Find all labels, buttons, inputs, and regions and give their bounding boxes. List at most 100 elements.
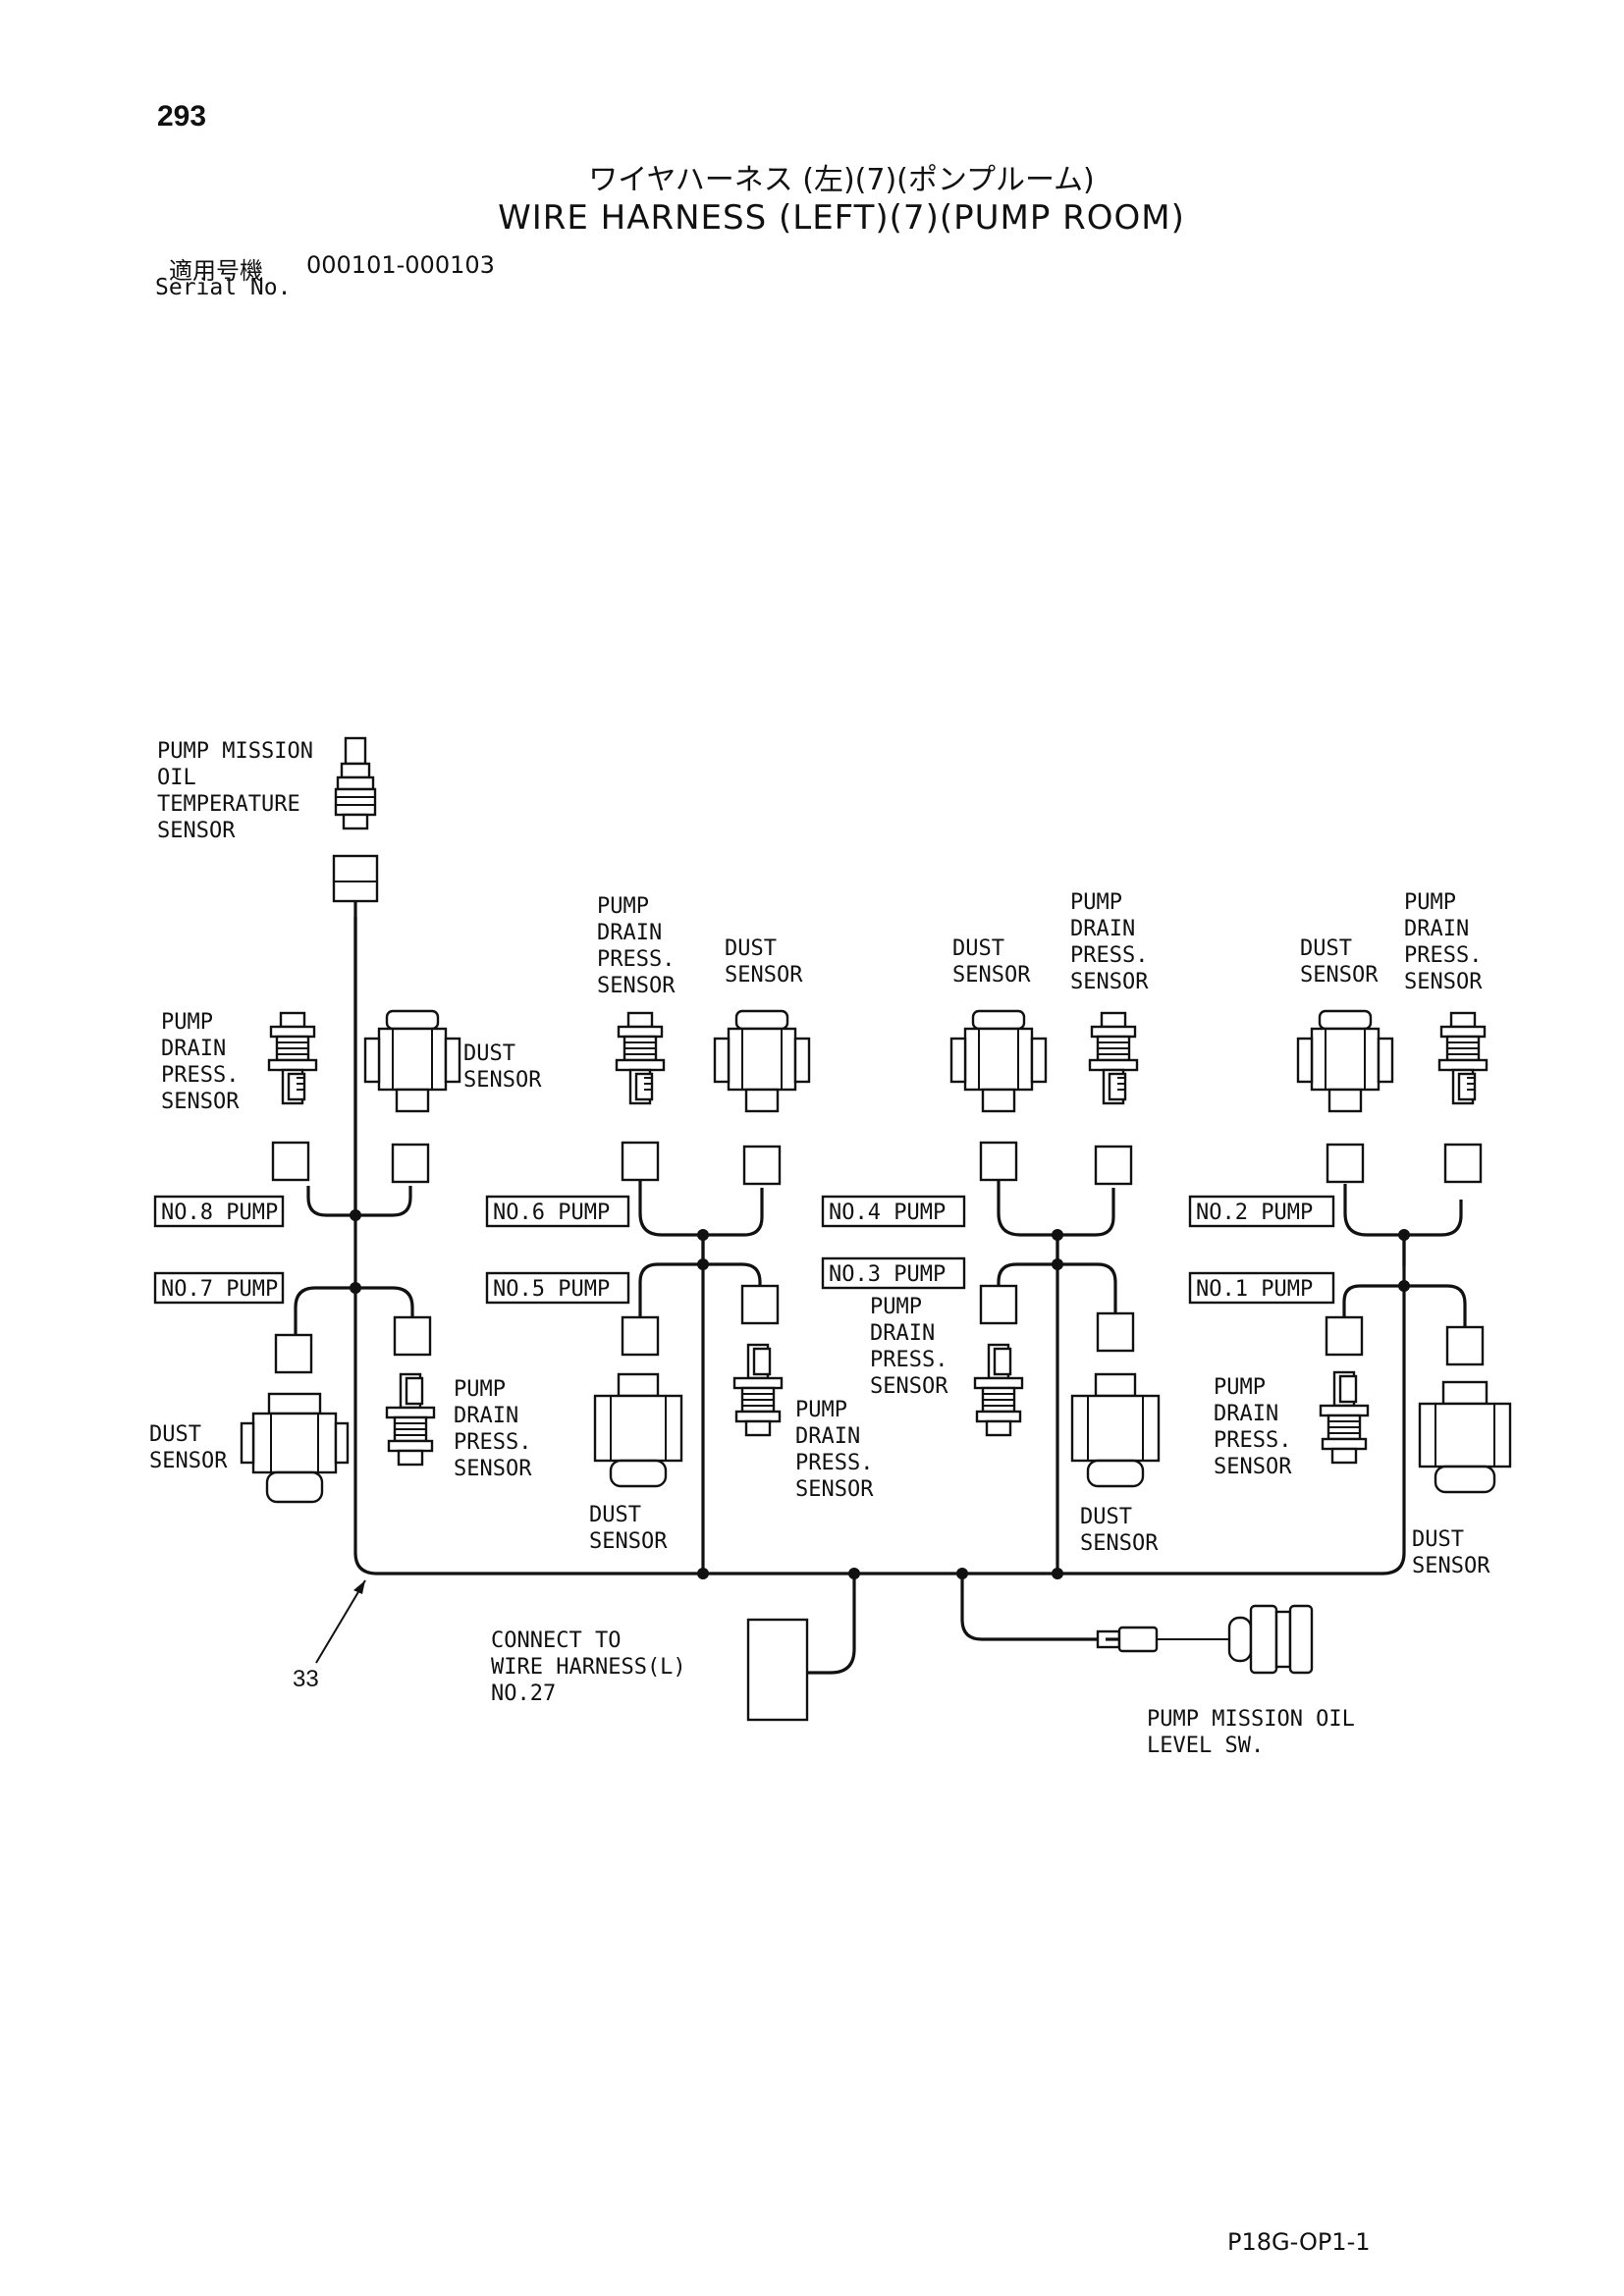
svg-text:NO.7 PUMP: NO.7 PUMP — [161, 1277, 278, 1302]
pump-tag-no4: NO.4 PUMP — [821, 1195, 966, 1228]
no8-wire-left — [306, 1186, 355, 1217]
no4-dust-sensor — [949, 1009, 1048, 1113]
svg-text:PRESS.: PRESS. — [1404, 943, 1482, 968]
no4-pressure-connector — [1094, 1145, 1133, 1186]
svg-text:SENSOR: SENSOR — [454, 1457, 532, 1481]
svg-text:WIRE HARNESS(L): WIRE HARNESS(L) — [491, 1655, 686, 1680]
svg-text:NO.4 PUMP: NO.4 PUMP — [829, 1201, 946, 1225]
connect-to-wire — [807, 1574, 856, 1675]
svg-text:DUST: DUST — [1300, 936, 1352, 961]
svg-text:DUST: DUST — [725, 936, 777, 961]
no5-dust-sensor — [593, 1372, 683, 1488]
svg-text:PUMP: PUMP — [795, 1398, 847, 1422]
pump-tag-no3: NO.3 PUMP — [821, 1256, 966, 1290]
temperature-sensor — [334, 736, 377, 830]
junction-node — [1052, 1568, 1063, 1579]
svg-text:CONNECT TO: CONNECT TO — [491, 1629, 621, 1653]
no6-pressure-sensor-label: PUMP DRAIN PRESS. SENSOR — [597, 894, 676, 998]
svg-text:PUMP: PUMP — [597, 894, 649, 919]
svg-text:PUMP: PUMP — [454, 1377, 506, 1402]
no6-pump-drain-press-sensor — [615, 1011, 666, 1105]
junction-node — [1052, 1229, 1063, 1241]
svg-text:NO.8 PUMP: NO.8 PUMP — [161, 1201, 278, 1225]
svg-text:SENSOR: SENSOR — [1214, 1455, 1292, 1479]
title-japanese: ワイヤハーネス (左)(7)(ポンプルーム) — [588, 163, 1095, 197]
svg-text:SENSOR: SENSOR — [1070, 970, 1149, 994]
svg-text:NO.5 PUMP: NO.5 PUMP — [493, 1277, 610, 1302]
no7-dust-sensor — [240, 1392, 350, 1504]
svg-text:PUMP: PUMP — [1070, 890, 1122, 915]
no2-pressure-connector — [1443, 1143, 1483, 1184]
title-english: WIRE HARNESS (LEFT)(7)(PUMP ROOM) — [498, 198, 1185, 238]
no7-pressure-connector — [393, 1315, 432, 1357]
level-switch-wire — [960, 1574, 1098, 1641]
svg-text:PRESS.: PRESS. — [1070, 943, 1148, 968]
no8-pressure-connector — [271, 1141, 310, 1182]
svg-text:SENSOR: SENSOR — [161, 1090, 240, 1114]
serial-label-japanese: 適用号機 — [169, 257, 263, 285]
pump-tag-no1: NO.1 PUMP — [1188, 1271, 1335, 1305]
no7-pump-drain-press-sensor — [385, 1372, 436, 1467]
pump-tag-no8: NO.8 PUMP — [153, 1195, 285, 1228]
no7-wire-left — [294, 1286, 355, 1335]
no1-pressure-sensor-label: PUMP DRAIN PRESS. SENSOR — [1214, 1375, 1292, 1479]
no3-dust-sensor-label: DUST SENSOR — [1080, 1505, 1159, 1556]
svg-text:DUST: DUST — [1080, 1505, 1132, 1529]
drawing-code: P18G-OP1-1 — [1227, 2228, 1371, 2256]
no4-dust-connector — [979, 1141, 1018, 1182]
no1-dust-sensor-label: DUST SENSOR — [1412, 1527, 1490, 1578]
no8-dust-sensor — [363, 1009, 461, 1113]
no5-pressure-sensor-label: PUMP DRAIN PRESS. SENSOR — [795, 1398, 874, 1502]
svg-text:PUMP MISSION OIL: PUMP MISSION OIL — [1147, 1707, 1355, 1732]
junction-node — [1398, 1280, 1410, 1292]
no4-dust-sensor-label: DUST SENSOR — [952, 936, 1031, 988]
no3-pressure-connector — [979, 1284, 1018, 1325]
serial-number-range: 000101-000103 — [306, 251, 495, 279]
connect-to-label: CONNECT TO WIRE HARNESS(L) NO.27 — [491, 1629, 686, 1706]
no8-wire-right — [355, 1186, 412, 1217]
junction-node — [848, 1568, 860, 1579]
svg-text:DRAIN: DRAIN — [1404, 917, 1469, 941]
svg-text:PUMP: PUMP — [161, 1010, 213, 1035]
no3-dust-sensor — [1070, 1372, 1161, 1488]
svg-text:PUMP MISSION: PUMP MISSION — [157, 739, 313, 764]
svg-text:DRAIN: DRAIN — [454, 1404, 518, 1428]
svg-text:PRESS.: PRESS. — [161, 1063, 239, 1088]
no6-dust-sensor — [713, 1009, 811, 1113]
junction-node — [697, 1568, 709, 1579]
no8-pressure-sensor-label: PUMP DRAIN PRESS. SENSOR — [161, 1010, 240, 1114]
svg-text:SENSOR: SENSOR — [1412, 1554, 1490, 1578]
no7-pressure-sensor-label: PUMP DRAIN PRESS. SENSOR — [454, 1377, 532, 1481]
svg-text:NO.1 PUMP: NO.1 PUMP — [1196, 1277, 1313, 1302]
level-switch-label: PUMP MISSION OIL LEVEL SW. — [1147, 1707, 1355, 1758]
svg-text:PUMP: PUMP — [870, 1295, 922, 1319]
no2-dust-sensor-label: DUST SENSOR — [1300, 936, 1379, 988]
no5-dust-sensor-label: DUST SENSOR — [589, 1503, 668, 1554]
pump-tag-no6: NO.6 PUMP — [485, 1195, 630, 1228]
svg-text:SENSOR: SENSOR — [795, 1477, 874, 1502]
junction-node — [956, 1568, 968, 1579]
svg-text:PRESS.: PRESS. — [597, 947, 675, 972]
svg-text:DUST: DUST — [149, 1422, 201, 1447]
svg-text:DRAIN: DRAIN — [161, 1037, 226, 1061]
no3-dust-connector — [1096, 1311, 1135, 1353]
junction-node — [697, 1258, 709, 1270]
temp-sensor-connector — [332, 854, 379, 903]
svg-text:DRAIN: DRAIN — [1214, 1402, 1278, 1426]
svg-text:DUST: DUST — [1412, 1527, 1464, 1552]
svg-text:SENSOR: SENSOR — [1404, 970, 1483, 994]
svg-text:DRAIN: DRAIN — [597, 921, 662, 945]
no8-pump-drain-press-sensor — [267, 1011, 318, 1105]
svg-text:SENSOR: SENSOR — [589, 1529, 668, 1554]
svg-text:NO.27: NO.27 — [491, 1682, 556, 1706]
no6-dust-connector — [742, 1145, 782, 1186]
no1-pump-drain-press-sensor — [1319, 1370, 1370, 1465]
junction-node — [697, 1229, 709, 1241]
svg-text:SENSOR: SENSOR — [1300, 963, 1379, 988]
serial-label-english: Serial No. — [155, 275, 292, 300]
svg-text:SENSOR: SENSOR — [725, 963, 803, 988]
svg-text:DRAIN: DRAIN — [870, 1321, 935, 1346]
no1-dust-sensor — [1418, 1380, 1512, 1494]
pump-tag-no7: NO.7 PUMP — [153, 1271, 285, 1305]
